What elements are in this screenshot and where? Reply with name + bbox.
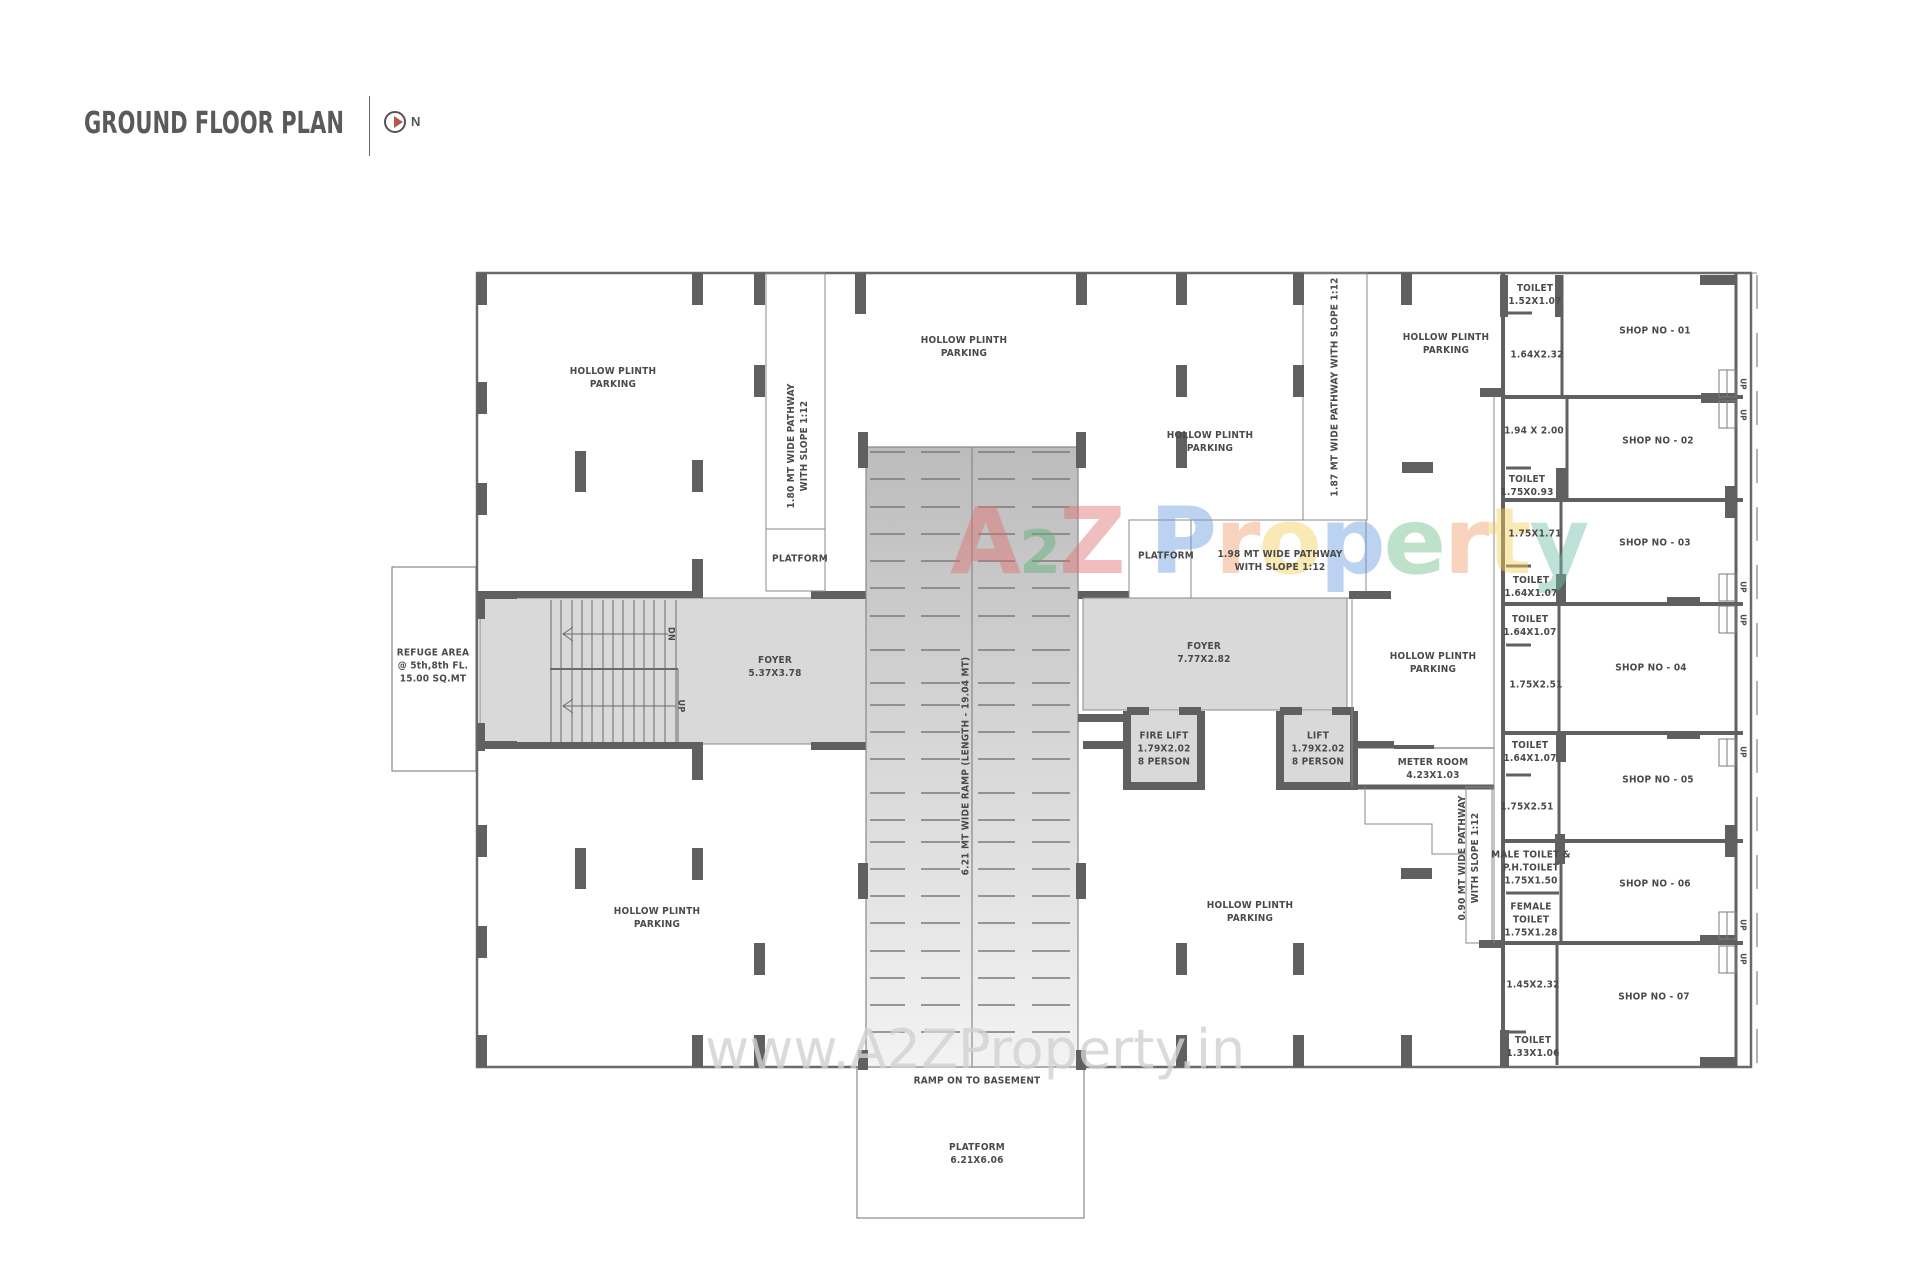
room-label-fire-lift: FIRE LIFT 1.79X2.02 8 PERSON <box>1137 730 1191 768</box>
shop-label-07: SHOP NO - 07 <box>1618 991 1690 1003</box>
staircase <box>550 600 679 742</box>
room-label-refuge-area: REFUGE AREA @ 5th,8th FL. 15.00 SQ.MT <box>396 647 470 685</box>
shop-space-07: 1.45X2.32 <box>1506 979 1560 991</box>
shop-label-05: SHOP NO - 05 <box>1622 774 1694 786</box>
shop-space-01: 1.64X2.32 <box>1510 349 1564 361</box>
shop-toilet-04: TOILET 1.64X1.07 <box>1503 614 1557 638</box>
shop-steps <box>1718 369 1737 974</box>
bottom-platform <box>856 1066 1085 1219</box>
room-label-platform-right: PLATFORM <box>1138 550 1194 562</box>
fire-lift <box>1127 711 1201 786</box>
stair-label-up: UP <box>675 699 686 713</box>
room-label-pathway-top-right: 1.87 MT WIDE PATHWAY WITH SLOPE 1:12 <box>1329 277 1341 497</box>
foyer-right <box>1082 597 1348 711</box>
ramp-markings <box>870 451 1070 1033</box>
room-label-parking-nw: HOLLOW PLINTH PARKING <box>569 366 657 390</box>
room-label-parking-e-mid: HOLLOW PLINTH PARKING <box>1389 651 1477 675</box>
step-label-up: UP <box>1738 409 1748 421</box>
columns <box>477 273 1433 1067</box>
room-label-foyer-left: FOYER 5.37X3.78 <box>748 655 802 679</box>
room-label-parking-ne: HOLLOW PLINTH PARKING <box>1402 332 1490 356</box>
page-title: GROUND FLOOR PLAN <box>84 106 344 141</box>
shop-label-06: SHOP NO - 06 <box>1619 878 1691 890</box>
shop-space-04: 1.75X2.51 <box>1509 679 1563 691</box>
step-label-up: UP <box>1738 614 1748 626</box>
shop-toilet-07: TOILET 1.33X1.06 <box>1506 1035 1560 1059</box>
room-label-lift: LIFT 1.79X2.02 8 PERSON <box>1291 730 1345 768</box>
step-label-up: UP <box>1738 581 1748 593</box>
room-label-pathway-small: 0.90 MT WIDE PATHWAY WITH SLOPE 1:12 <box>1457 795 1481 921</box>
stair-label-dn: DN <box>665 627 676 641</box>
step-label-up: UP <box>1738 746 1748 758</box>
refuge-area <box>391 566 477 772</box>
shop-toilet-03: TOILET 1.64X1.07 <box>1504 575 1558 599</box>
shop-space-03: 1.75X1.71 <box>1508 528 1562 540</box>
step-label-up: UP <box>1738 919 1748 931</box>
north-arrow-icon <box>384 111 406 133</box>
room-label-platform-left: PLATFORM <box>772 553 828 565</box>
pathway-small-outline <box>1364 787 1466 855</box>
shop-toilet-02: TOILET 1.75X0.93 <box>1500 474 1554 498</box>
shop-space-05: 1.75X2.51 <box>1500 801 1554 813</box>
step-label-up: UP <box>1738 953 1748 965</box>
room-label-meter-room: METER ROOM 4.23X1.03 <box>1397 757 1469 781</box>
north-pointer-icon <box>394 116 403 128</box>
title-divider <box>369 96 370 156</box>
room-label-pathway-mid: 1.98 MT WIDE PATHWAY WITH SLOPE 1:12 <box>1217 549 1343 573</box>
lift <box>1280 711 1354 786</box>
room-label-parking-sw: HOLLOW PLINTH PARKING <box>613 906 701 930</box>
room-label-platform-bottom: PLATFORM 6.21X6.06 <box>949 1142 1005 1166</box>
north-label: N <box>411 114 421 129</box>
shop-label-03: SHOP NO - 03 <box>1619 537 1691 549</box>
room-label-parking-n-center: HOLLOW PLINTH PARKING <box>920 335 1008 359</box>
shop-label-02: SHOP NO - 02 <box>1622 435 1694 447</box>
shop-female-toilet-06: FEMALE TOILET 1.75X1.28 <box>1504 901 1558 939</box>
step-label-up: UP <box>1738 378 1748 390</box>
shop-space-02: 1.94 X 2.00 <box>1504 425 1564 437</box>
room-label-parking-se: HOLLOW PLINTH PARKING <box>1206 900 1294 924</box>
room-label-pathway-left: 1.80 MT WIDE PATHWAY WITH SLOPE 1:12 <box>786 383 810 509</box>
room-label-ramp: 6.21 MT WIDE RAMP (LENGTH - 19.04 MT) <box>960 656 972 876</box>
stair-foyer-left <box>479 597 867 745</box>
shop-toilet-06: MALE TOILET & P.H.TOILET 1.75X1.50 <box>1491 849 1571 887</box>
shop-label-01: SHOP NO - 01 <box>1619 325 1691 337</box>
room-label-parking-n-mid: HOLLOW PLINTH PARKING <box>1166 430 1254 454</box>
shop-label-04: SHOP NO - 04 <box>1615 662 1687 674</box>
room-label-ramp-basement: RAMP ON TO BASEMENT <box>913 1075 1041 1087</box>
shop-toilet-01: TOILET 1.52X1.07 <box>1508 283 1562 307</box>
room-label-foyer-right: FOYER 7.77X2.82 <box>1177 641 1231 665</box>
shop-toilet-05: TOILET 1.64X1.07 <box>1503 740 1557 764</box>
platform-left <box>765 528 826 592</box>
